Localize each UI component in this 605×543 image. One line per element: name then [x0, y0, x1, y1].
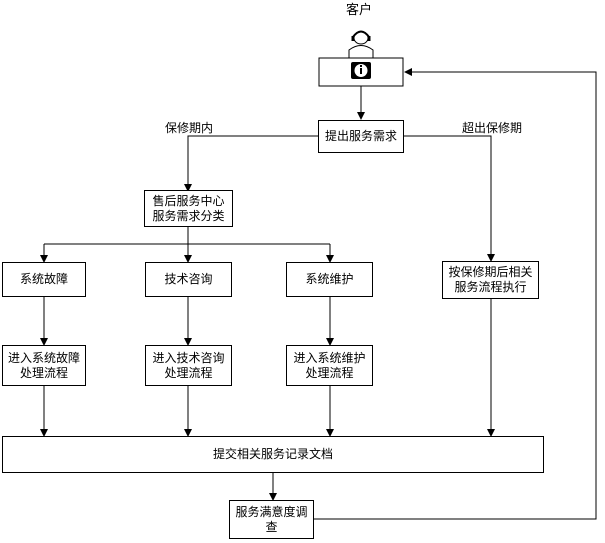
- survey-box: 服务满意度调 查: [229, 500, 314, 539]
- consult-proc-line1: 进入技术咨询: [152, 350, 225, 365]
- submit-text: 提交相关服务记录文档: [212, 447, 333, 461]
- out-warranty-proc-line1: 按保修期后相关: [448, 265, 533, 279]
- client-label: 客户: [346, 3, 373, 18]
- service-center-box: 售后服务中心 服务需求分类: [144, 190, 233, 227]
- submit-box: 提交相关服务记录文档: [2, 436, 544, 473]
- request-box: 提出服务需求: [318, 120, 404, 153]
- fault-text: 系统故障: [19, 272, 68, 286]
- survey-line2: 查: [265, 519, 278, 534]
- consult-box: 技术咨询: [145, 262, 232, 297]
- info-icon: [351, 62, 371, 79]
- in-warranty-label: 保修期内: [165, 121, 214, 135]
- fault-proc-box: 进入系统故障 处理流程: [2, 345, 86, 386]
- customer-service-icon: [348, 30, 374, 59]
- consult-text: 技术咨询: [164, 272, 213, 286]
- request-text: 提出服务需求: [324, 129, 397, 143]
- out-warranty-proc-line2: 服务流程执行: [454, 280, 527, 294]
- service-center-line2: 服务需求分类: [152, 208, 225, 223]
- out-warranty-label: 超出保修期: [462, 121, 523, 135]
- maint-proc-box: 进入系统维护 处理流程: [286, 345, 373, 386]
- maint-proc-line1: 进入系统维护: [293, 350, 366, 365]
- maint-box: 系统维护: [286, 262, 373, 297]
- service-center-line1: 售后服务中心: [152, 193, 225, 208]
- fault-proc-line2: 处理流程: [19, 365, 68, 380]
- fault-proc-line1: 进入系统故障: [7, 350, 80, 365]
- survey-line1: 服务满意度调: [235, 504, 308, 519]
- out-warranty-proc-box: 按保修期后相关 服务流程执行: [442, 261, 539, 299]
- consult-proc-line2: 处理流程: [164, 365, 213, 380]
- consult-proc-box: 进入技术咨询 处理流程: [145, 345, 232, 386]
- fault-box: 系统故障: [2, 262, 86, 297]
- maint-proc-line2: 处理流程: [305, 365, 354, 380]
- maint-text: 系统维护: [305, 272, 354, 286]
